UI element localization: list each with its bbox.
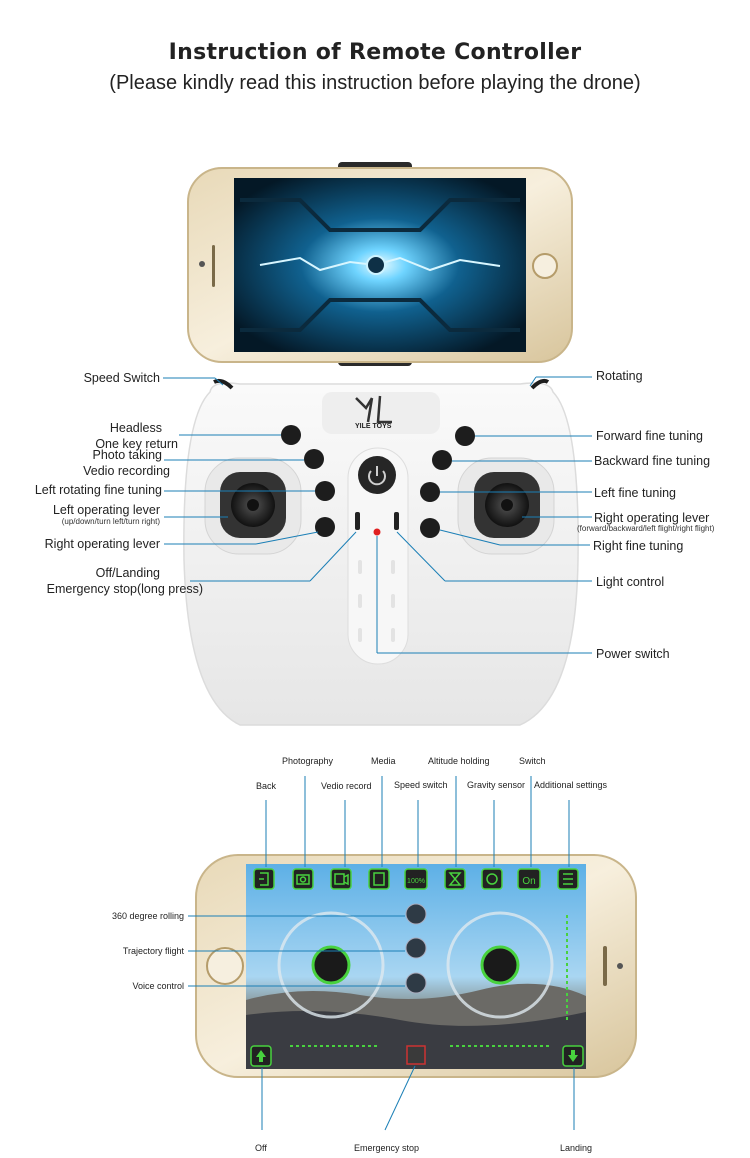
- switch-value: On: [522, 876, 535, 887]
- label-landing: Landing: [560, 1143, 593, 1153]
- page-subtitle: (Please kindly read this instruction bef…: [109, 72, 641, 94]
- label-forward-fine-tuning: Forward fine tuning: [596, 429, 704, 443]
- label-altitude-holding: Altitude holding: [428, 756, 490, 766]
- label-switch: Switch: [519, 756, 546, 766]
- app-leader-lines: [188, 776, 575, 1131]
- label-right-operating-lever-note: (forward/backward/left flight/right flig…: [577, 524, 715, 533]
- controller-body: [183, 378, 579, 726]
- label-photo-taking: Photo taking: [92, 448, 163, 462]
- label-right-operating-lever: Right operating lever: [594, 511, 710, 525]
- label-emergency-stop: Emergency stop: [354, 1143, 420, 1153]
- label-left-fine-tuning: Left fine tuning: [594, 486, 677, 500]
- label-additional-settings: Additional settings: [534, 780, 608, 790]
- label-vedio-recording: Vedio recording: [83, 464, 170, 478]
- label-off-landing: Off/Landing: [95, 566, 160, 580]
- label-gravity-sensor: Gravity sensor: [467, 780, 526, 790]
- label-left-operating-lever: Left operating lever: [52, 503, 160, 517]
- label-headless: Headless: [109, 421, 162, 435]
- label-emergency-stop-long-press: Emergency stop(long press): [46, 582, 203, 596]
- phone-top: [187, 162, 573, 366]
- label-one-key-return: One key return: [95, 437, 178, 451]
- label-right-fine-tuning: Right fine tuning: [593, 539, 684, 553]
- label-media: Media: [371, 756, 396, 766]
- label-left-operating-lever-note: (up/down/turn left/turn right): [61, 517, 160, 526]
- controller-leader-lines: [163, 376, 592, 654]
- label-light-control: Light control: [596, 575, 665, 589]
- label-vedio-record: Vedio record: [321, 781, 372, 791]
- label-off: Off: [255, 1143, 267, 1153]
- label-360-rolling: 360 degree rolling: [111, 911, 184, 921]
- label-photography: Photography: [282, 756, 334, 766]
- label-speed-switch: Speed Switch: [83, 371, 160, 385]
- label-right-operating-lever-left: Right operating lever: [44, 537, 160, 551]
- page-title: Instruction of Remote Controller: [168, 40, 582, 65]
- label-left-rotating-fine-tuning: Left rotating fine tuning: [34, 483, 162, 497]
- phone-app: 100% On: [195, 854, 637, 1078]
- brand-text: YILE TOYS: [355, 423, 392, 430]
- speed-value: 100%: [407, 878, 425, 885]
- label-rotating: Rotating: [596, 369, 643, 383]
- label-backward-fine-tuning: Backward fine tuning: [594, 454, 711, 468]
- label-back: Back: [256, 781, 277, 791]
- label-trajectory-flight: Trajectory flight: [122, 946, 184, 956]
- label-speed-switch-app: Speed switch: [394, 780, 448, 790]
- label-power-switch: Power switch: [596, 647, 670, 661]
- label-voice-control: Voice control: [132, 981, 184, 991]
